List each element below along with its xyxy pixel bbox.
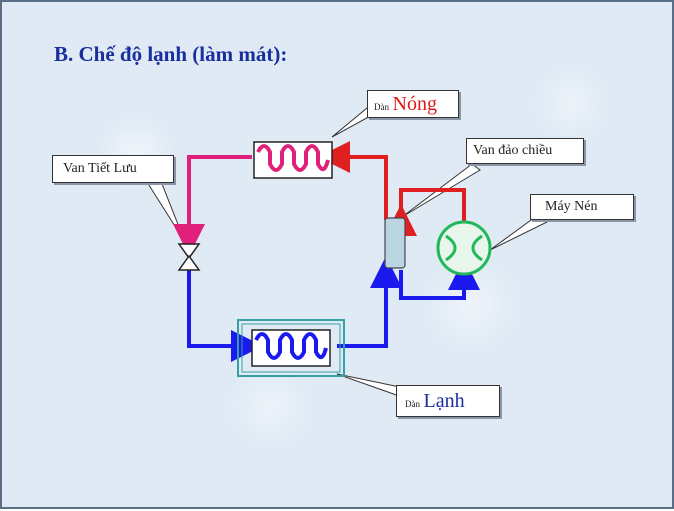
dan-lanh-pointer bbox=[336, 373, 403, 398]
van-dao-chieu-label: Van đảo chiều bbox=[466, 138, 584, 164]
dan-nong-prefix: Dàn bbox=[374, 102, 389, 112]
van-tiet-luu-pointer bbox=[146, 181, 186, 243]
liquid-line bbox=[173, 155, 252, 256]
expansion-valve bbox=[177, 243, 201, 271]
cold-line bbox=[187, 256, 480, 362]
hot-gas-line bbox=[318, 141, 466, 236]
may-nen-label: Máy Nén bbox=[530, 194, 634, 220]
dan-nong-label: Dàn Nóng bbox=[367, 90, 459, 118]
condenser-coil bbox=[253, 141, 333, 179]
dan-lanh-label: Dàn Lạnh bbox=[396, 385, 500, 417]
evaporator-coil bbox=[237, 319, 345, 377]
slide-title: B. Chế độ lạnh (làm mát): bbox=[54, 42, 288, 66]
reversing-valve bbox=[384, 217, 406, 269]
van-tiet-luu-label: Van Tiết Lưu bbox=[52, 155, 174, 183]
dan-lanh-prefix: Dàn bbox=[405, 399, 420, 409]
dan-nong-main: Nóng bbox=[392, 93, 437, 115]
dan-lanh-main: Lạnh bbox=[423, 390, 465, 412]
compressor bbox=[436, 220, 492, 276]
